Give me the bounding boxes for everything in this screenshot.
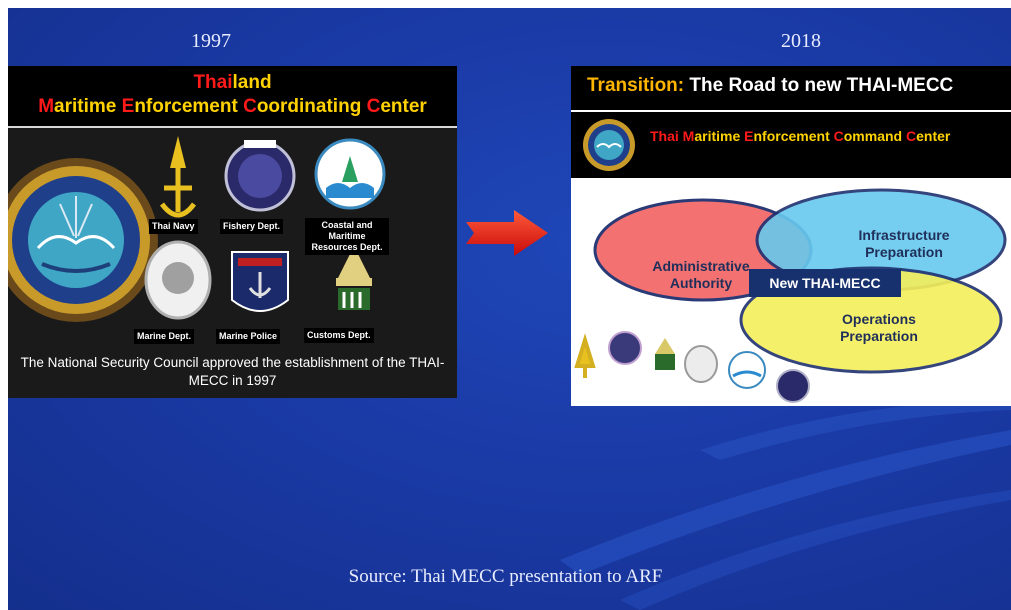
mecc-title-segment: M <box>38 96 55 117</box>
panel-title: Thailand Maritime Enforcement Coordinati… <box>8 66 457 126</box>
command-center-band: Thai Maritime Enforcement Command Center <box>571 112 1011 178</box>
agency-label-fishery: Fishery Dept. <box>220 219 284 234</box>
command-center-title-segment: C <box>905 128 917 144</box>
arrow-right-icon <box>466 210 548 256</box>
venn-label-infra: Infrastructure Preparation <box>858 227 950 260</box>
source-caption: Source: Thai MECC presentation to ARF <box>348 566 663 587</box>
venn-center-new-thai-mecc: New THAI-MECC <box>749 269 901 297</box>
customs-emblem <box>336 246 372 310</box>
command-center-title: Thai Maritime Enforcement Command Center <box>650 128 950 144</box>
navy-emblem <box>159 136 197 218</box>
command-center-title-segment: aritime <box>694 128 745 144</box>
agency-label-navy: Thai Navy <box>149 219 198 234</box>
mecc-title-segment: E <box>121 96 135 117</box>
year-1997: 1997 <box>191 30 231 52</box>
mecc-title-segment: aritime <box>54 96 122 117</box>
title-mecc: Maritime Enforcement Coordinating Center <box>8 96 457 118</box>
command-center-title-segment: E <box>744 128 754 144</box>
marine-dept-emblem <box>144 240 212 320</box>
mecc-title-segment: enter <box>380 96 427 117</box>
command-center-title-segment: C <box>833 128 844 144</box>
agency-label-customs: Customs Dept. <box>304 328 374 343</box>
panel-caption: The National Security Council approved t… <box>20 355 445 388</box>
command-center-title-segment: ommand <box>843 128 906 144</box>
emblems-area <box>8 136 386 322</box>
agency-label-police: Marine Police <box>216 329 281 344</box>
thai-mecc-2018-panel: Transition: The Road to new THAI-MECC Th… <box>571 66 1011 406</box>
title-thailand: Thailand <box>193 72 272 93</box>
mecc-title-segment: nforcement <box>134 96 244 117</box>
marine-police-emblem <box>231 251 289 312</box>
coastal-emblem <box>314 138 386 210</box>
agency-seals-row <box>574 331 810 403</box>
agency-label-marine: Marine Dept. <box>134 329 195 344</box>
venn-label-admin: Administrative Authority <box>652 258 750 291</box>
thai-mecc-emblem <box>8 158 158 322</box>
mecc-title-segment: C <box>366 96 381 117</box>
venn-label-ops: Operations Preparation <box>840 311 918 344</box>
mecc-title-segment: oordinating <box>256 96 367 117</box>
title-divider <box>8 126 457 128</box>
command-center-title-segment: enter <box>916 128 951 144</box>
year-2018: 2018 <box>781 30 821 52</box>
command-center-title-segment: nforcement <box>753 128 834 144</box>
thai-mecc-emblem-small <box>583 119 635 171</box>
mecc-title-segment: C <box>243 96 257 117</box>
panel-title-transition: Transition: The Road to new THAI-MECC <box>571 66 1011 110</box>
fishery-emblem <box>224 140 296 212</box>
thai-mecc-1997-panel: Thailand Maritime Enforcement Coordinati… <box>8 66 457 398</box>
agency-label-coastal: Coastal and Maritime Resources Dept. <box>305 218 389 255</box>
command-center-title-segment: Thai <box>650 128 683 144</box>
transition-title: Transition: The Road to new THAI-MECC <box>587 75 954 96</box>
command-center-title-segment: M <box>682 128 695 144</box>
